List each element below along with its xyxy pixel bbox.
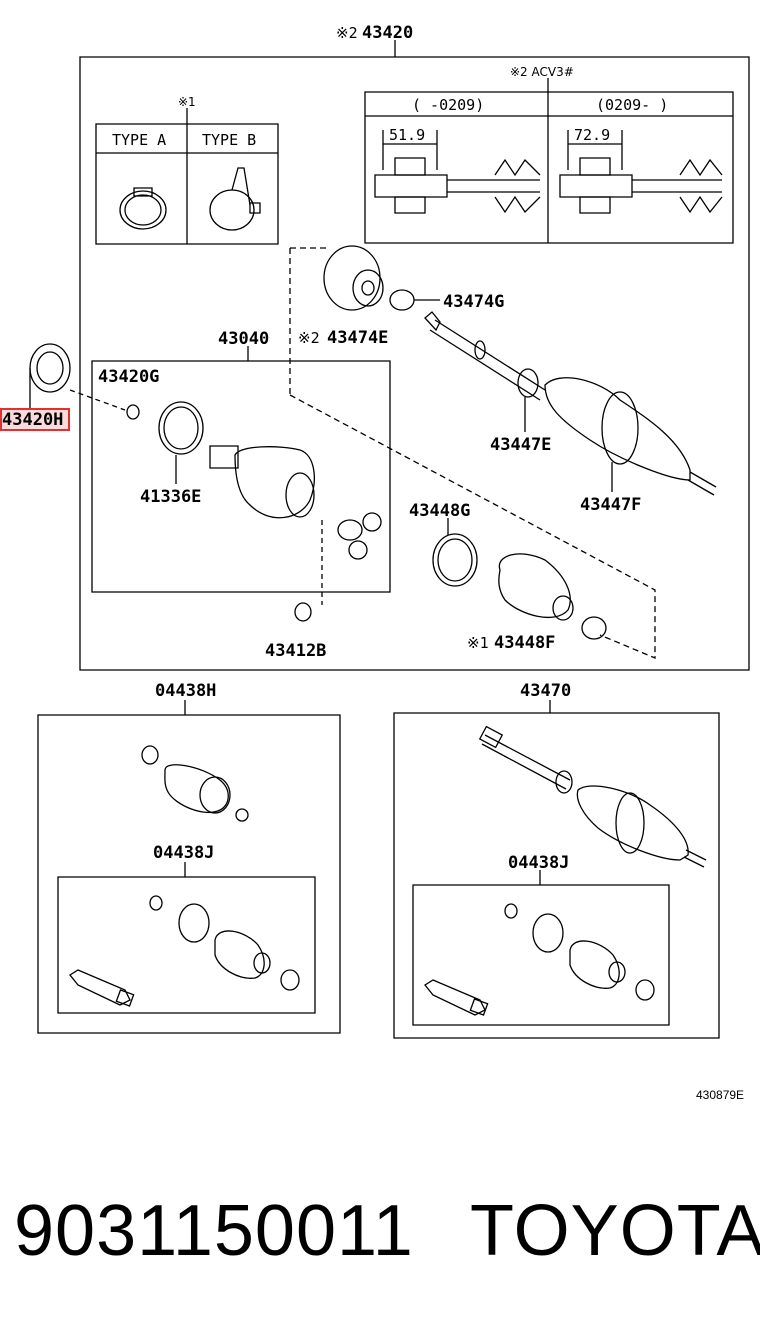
label-43470: 43470 [520,681,571,701]
label-43448f-prefix: ※1 [467,634,489,652]
variant-dim2: 72.9 [574,126,610,144]
clamp-43448f-icon [582,617,606,639]
part-number: 9031150011 [14,1191,414,1271]
variant-2-shaft-icon [560,130,722,213]
clamp-43448g-icon [433,534,477,586]
inner-boot-kit-box-right [413,885,669,1025]
tripod-joint-icon [338,513,381,559]
main-assembly-prefix: ※2 [336,24,358,42]
type-a-clamp-inner-icon [125,195,161,225]
main-assembly-number: 43420 [362,23,413,43]
label-43448g: 43448G [409,501,470,521]
label-41336e: 41336E [140,487,201,507]
snap-ring-43420g-icon [127,405,139,419]
label-43474g: 43474G [443,292,504,312]
type-b-clamp-icon [210,190,254,230]
highlighted-part-43420h[interactable]: 43420H [0,408,70,431]
type-note-marker: ※1 [178,95,196,109]
variant-note-marker: ※2 ACV3# [510,65,574,79]
type-a-clamp-icon [120,191,166,229]
variant-dim1: 51.9 [389,126,425,144]
main-assembly-frame [80,57,749,670]
inboard-joint-housing-icon [210,446,314,518]
clamp-43474g-icon [390,290,414,310]
inboard-boot-kit-right-icon [425,904,654,1015]
inner-boot-kit-box-left [58,877,315,1013]
variant-col1-range: ( -0209) [412,96,484,114]
type-b-clamp-band-icon [232,168,250,205]
type-b-clamp-buckle-icon [250,203,260,213]
label-43474e-prefix: ※2 [298,329,320,347]
shaft-assembly-box-right [394,713,719,1038]
inboard-boot-icon [499,554,573,620]
label-43420h: 43420H [2,410,64,430]
figure-code: 430879E [696,1088,745,1102]
leader-43420h-dashed [70,390,125,410]
drive-shaft-icon [425,312,716,495]
variant-1-shaft-icon [375,130,540,213]
outboard-shaft-right-icon [480,727,706,867]
assembly-guide-dashed [290,248,655,658]
variant-col2-range: (0209- ) [596,96,668,114]
label-43474e: 43474E [327,328,388,348]
label-43412b: 43412B [265,641,326,661]
outboard-boot-kit-left-icon [142,746,248,821]
type-a-label: TYPE A [112,131,166,149]
type-a-clamp-tab-icon [134,188,152,196]
label-04438j-right: 04438J [508,853,569,873]
label-04438j-left: 04438J [153,843,214,863]
brand-name: TOYOTA [470,1191,760,1271]
oil-seal-43420h-icon [30,344,70,392]
inboard-boot-kit-left-icon [70,896,299,1006]
label-43420g: 43420G [98,367,159,387]
label-43447e: 43447E [490,435,551,455]
dynamic-damper-icon [324,246,383,310]
boot-kit-box-left [38,715,340,1033]
footer: 9031150011 TOYOTA [0,1190,760,1280]
type-b-label: TYPE B [202,131,256,149]
label-43040: 43040 [218,329,269,349]
label-04438h: 04438H [155,681,216,701]
label-43447f: 43447F [580,495,641,515]
variant-note-box [365,92,733,243]
clamp-41336e-icon [159,402,203,454]
inner-joint-box [92,361,390,592]
snap-ring-43412b-icon [295,603,311,621]
label-43448f: 43448F [494,633,555,653]
